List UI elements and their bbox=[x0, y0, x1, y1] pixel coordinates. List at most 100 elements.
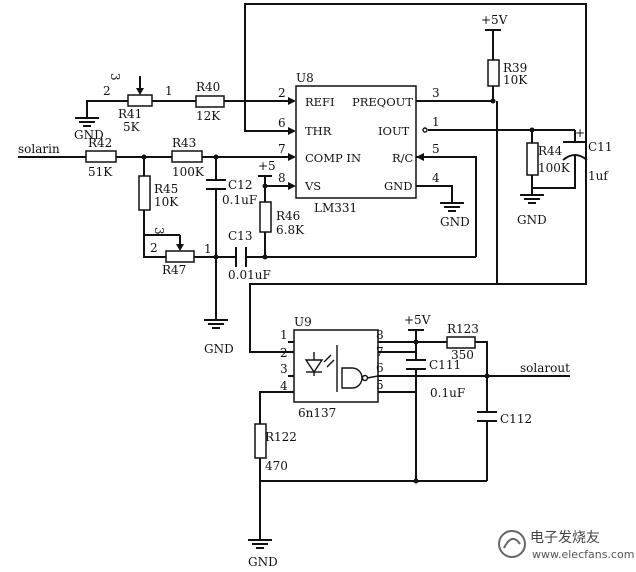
supply-symbols: +5V +5 +5V bbox=[258, 13, 508, 331]
c11-ref: C11 bbox=[588, 140, 612, 154]
wire-c11-bottom bbox=[532, 156, 576, 189]
r41-ref: R41 bbox=[118, 107, 142, 121]
c13-value: 0.01uF bbox=[228, 268, 271, 282]
gnd-label-r41: GND bbox=[74, 128, 104, 142]
pin-num-u9-5: 5 bbox=[376, 378, 384, 392]
arrow-pin-8 bbox=[288, 182, 296, 190]
r40-ref: R40 bbox=[196, 80, 220, 94]
r45-ref: R45 bbox=[154, 182, 178, 196]
junction-iout bbox=[529, 127, 535, 133]
resistor-r45 bbox=[138, 175, 151, 211]
gnd-label-u8: GND bbox=[440, 215, 470, 229]
r46-value: 6.8K bbox=[276, 223, 305, 237]
r39-ref: R39 bbox=[503, 61, 527, 75]
pin-num-u9-3: 3 bbox=[280, 362, 288, 376]
c111-value: 0.1uF bbox=[430, 386, 465, 400]
r41-pin-1: 1 bbox=[165, 84, 173, 98]
pin-num-u8-5: 5 bbox=[432, 142, 440, 156]
c112-ref: C112 bbox=[500, 412, 532, 426]
ground-icon bbox=[75, 117, 99, 127]
r44-ref: R44 bbox=[538, 144, 563, 158]
pin-name-gnd: GND bbox=[384, 179, 412, 193]
resistors: R40 12K R41 5K 2 1 3 R42 51K R43 100K R4… bbox=[85, 59, 571, 473]
chip-u9-ref: U9 bbox=[294, 315, 312, 329]
junctions bbox=[141, 98, 535, 484]
junction-solarout bbox=[484, 373, 490, 379]
r44-value: 100K bbox=[538, 161, 571, 175]
r122-value: 470 bbox=[265, 459, 288, 473]
r40-value: 12K bbox=[196, 109, 221, 123]
ground-icon bbox=[520, 194, 544, 204]
iout-open-marker bbox=[422, 127, 428, 133]
r43-value: 100K bbox=[172, 165, 205, 179]
watermark-logo-swirl bbox=[503, 537, 521, 549]
wire-r41-gnd bbox=[86, 100, 128, 118]
ground-icon bbox=[248, 539, 272, 549]
resistor-r40 bbox=[195, 95, 225, 108]
chip-u8-part: LM331 bbox=[314, 201, 357, 215]
pin-num-u9-7: 7 bbox=[376, 345, 384, 359]
r47-pin-2: 2 bbox=[150, 241, 158, 255]
r123-ref: R123 bbox=[447, 322, 479, 336]
ground-icon bbox=[440, 202, 464, 212]
pin-num-u9-2: 2 bbox=[280, 346, 288, 360]
arrow-pin-5 bbox=[416, 153, 424, 161]
resistor-r39 bbox=[487, 59, 500, 87]
c111-ref: C111 bbox=[429, 358, 461, 372]
junction-r42-r43 bbox=[141, 154, 147, 160]
ground-symbols: GND GND GND GND GND bbox=[74, 117, 547, 569]
r47-wiper-head bbox=[176, 244, 184, 251]
pin-name-iout: IOUT bbox=[378, 124, 410, 138]
resistor-r46 bbox=[259, 201, 272, 233]
pin-name-thr: THR bbox=[305, 124, 332, 138]
resistor-r42 bbox=[85, 150, 117, 163]
c11-plate-bottom bbox=[562, 154, 588, 161]
c11-value: 1uf bbox=[588, 169, 609, 183]
solarout-label: solarout bbox=[520, 361, 570, 375]
r41-pin-2: 2 bbox=[103, 84, 111, 98]
wires bbox=[18, 3, 587, 540]
resistor-r123 bbox=[446, 336, 476, 349]
junction-vs bbox=[262, 183, 268, 189]
r41-value: 5K bbox=[123, 120, 141, 134]
watermark-logo-icon bbox=[498, 530, 526, 558]
r47-pin-1: 1 bbox=[204, 242, 212, 256]
vcc-label-top: +5V bbox=[481, 13, 508, 27]
r43-ref: R43 bbox=[172, 136, 196, 150]
r47-ref: R47 bbox=[162, 263, 186, 277]
chip-u8-ref: U8 bbox=[296, 71, 314, 85]
watermark-en: www.elecfans.com bbox=[532, 548, 634, 561]
arrow-pin-2 bbox=[288, 97, 296, 105]
arrow-pin-6 bbox=[288, 127, 296, 135]
pin-name-comp-in: COMP IN bbox=[305, 151, 361, 165]
solarin-label: solarin bbox=[18, 142, 60, 156]
led-icon bbox=[304, 352, 335, 376]
chip-u9: U9 6n137 1 2 3 4 8 7 6 5 bbox=[280, 315, 384, 420]
pin-name-vs: VS bbox=[304, 179, 321, 193]
r41-pin-3: 3 bbox=[108, 73, 122, 81]
pin-num-u8-8: 8 bbox=[278, 171, 286, 185]
gnd-label-opto: GND bbox=[248, 555, 278, 569]
pin-num-u8-3: 3 bbox=[432, 86, 440, 100]
pin-name-preqout: PREQOUT bbox=[352, 95, 413, 109]
pin-num-u8-1: 1 bbox=[432, 115, 440, 129]
ground-icon bbox=[204, 319, 228, 329]
r45-value: 10K bbox=[154, 195, 179, 209]
junction-c13 bbox=[213, 254, 219, 260]
c13-ref: C13 bbox=[228, 229, 252, 243]
junction-preqout bbox=[490, 98, 496, 104]
r42-value: 51K bbox=[88, 165, 113, 179]
pin-num-u9-1: 1 bbox=[280, 328, 288, 342]
wire-thr-loop bbox=[244, 3, 587, 285]
wire-r45-r47 bbox=[143, 210, 166, 258]
resistor-r43 bbox=[171, 150, 203, 163]
vcc-label-opto: +5V bbox=[404, 313, 431, 327]
watermark: 电子发烧友 www.elecfans.com bbox=[498, 530, 634, 561]
junction-r46 bbox=[262, 254, 268, 260]
wire-opto-vcc bbox=[378, 330, 417, 343]
r122-ref: R122 bbox=[265, 430, 297, 444]
c12-ref: C12 bbox=[228, 178, 252, 192]
capacitors: C12 0.1uF C13 0.01uF + C11 1uf C111 0.1u… bbox=[206, 126, 612, 426]
c12-value: 0.1uF bbox=[222, 193, 257, 207]
